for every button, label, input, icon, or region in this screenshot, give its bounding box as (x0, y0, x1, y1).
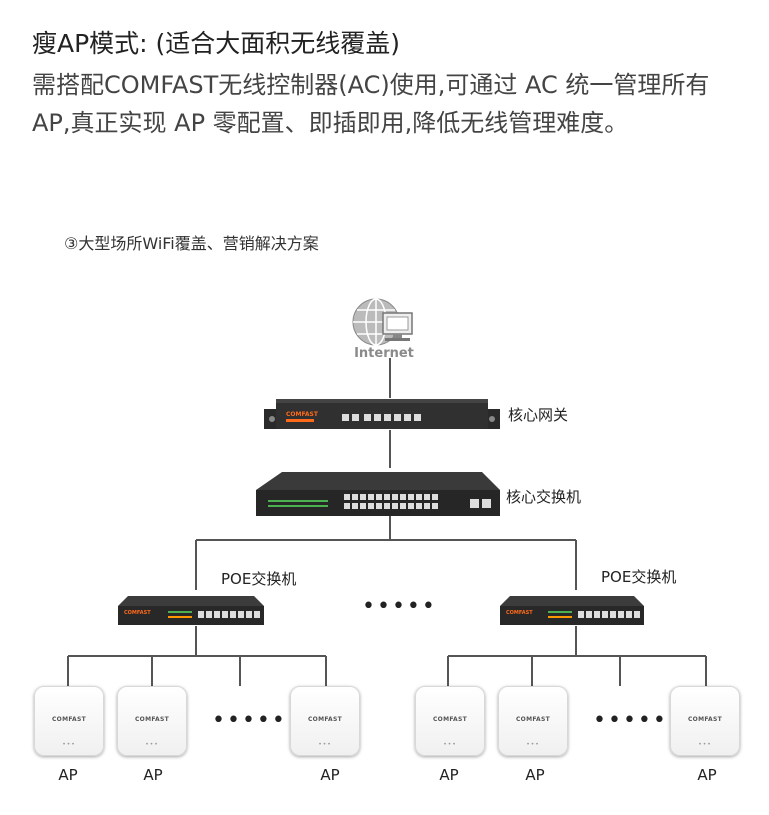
ap-device: COMFAST ••• (415, 686, 485, 756)
ap-indicator: ••• (526, 741, 540, 748)
ap-brand: COMFAST (687, 716, 723, 723)
ap-indicator: ••• (698, 741, 712, 748)
ap-brand: COMFAST (515, 716, 551, 723)
internet-label: Internet (354, 346, 414, 361)
ap-label: AP (697, 766, 717, 784)
poe-switch-left-device: COMFAST (118, 596, 264, 625)
page-description: 需搭配COMFAST无线控制器(AC)使用,可通过 AC 统一管理所有 AP,真… (32, 71, 710, 137)
core-gateway-device: COMFAST (264, 399, 500, 429)
gateway-brand: COMFAST (286, 411, 319, 418)
ap-ellipsis-left: ••••• (212, 708, 287, 733)
ap-ellipsis-right: ••••• (593, 708, 668, 733)
ap-brand: COMFAST (51, 716, 87, 723)
diagram-subtitle: ③大型场所WiFi覆盖、营销解决方案 (64, 234, 319, 253)
core-switch-leds (268, 500, 328, 507)
ap-indicator: ••• (318, 741, 332, 748)
page-title: 瘦AP模式: (适合大面积无线覆盖) (32, 29, 401, 58)
poe-switch-left-label: POE交换机 (221, 570, 297, 588)
gateway-ports (342, 414, 421, 421)
gateway-label: 核心网关 (508, 406, 569, 424)
core-switch-ports (344, 494, 491, 509)
poe-switch-right-device: COMFAST (500, 596, 644, 625)
ap-device: COMFAST ••• (498, 686, 568, 756)
ap-label: AP (439, 766, 459, 784)
poe-left-brand: COMFAST (124, 610, 151, 616)
internet-icon: Internet (352, 298, 414, 361)
ap-device: COMFAST ••• (34, 686, 104, 756)
ap-device: COMFAST ••• (670, 686, 740, 756)
connection-lines (67, 358, 707, 686)
core-switch-label: 核心交换机 (506, 488, 582, 506)
ap-label: AP (58, 766, 78, 784)
poe-switch-right-label: POE交换机 (601, 568, 677, 586)
switch-ellipsis: ••••• (362, 594, 437, 619)
ap-label: AP (525, 766, 545, 784)
ap-label: AP (143, 766, 163, 784)
core-switch-device (256, 472, 500, 516)
ap-brand: COMFAST (307, 716, 343, 723)
ap-brand: COMFAST (134, 716, 170, 723)
ap-device: COMFAST ••• (117, 686, 187, 756)
ap-indicator: ••• (145, 741, 159, 748)
ap-indicator: ••• (443, 741, 457, 748)
ap-device: COMFAST ••• (290, 686, 360, 756)
ap-indicator: ••• (62, 741, 76, 748)
poe-right-brand: COMFAST (506, 610, 533, 616)
ap-label: AP (320, 766, 340, 784)
computer-icon (382, 312, 413, 341)
ap-brand: COMFAST (432, 716, 468, 723)
